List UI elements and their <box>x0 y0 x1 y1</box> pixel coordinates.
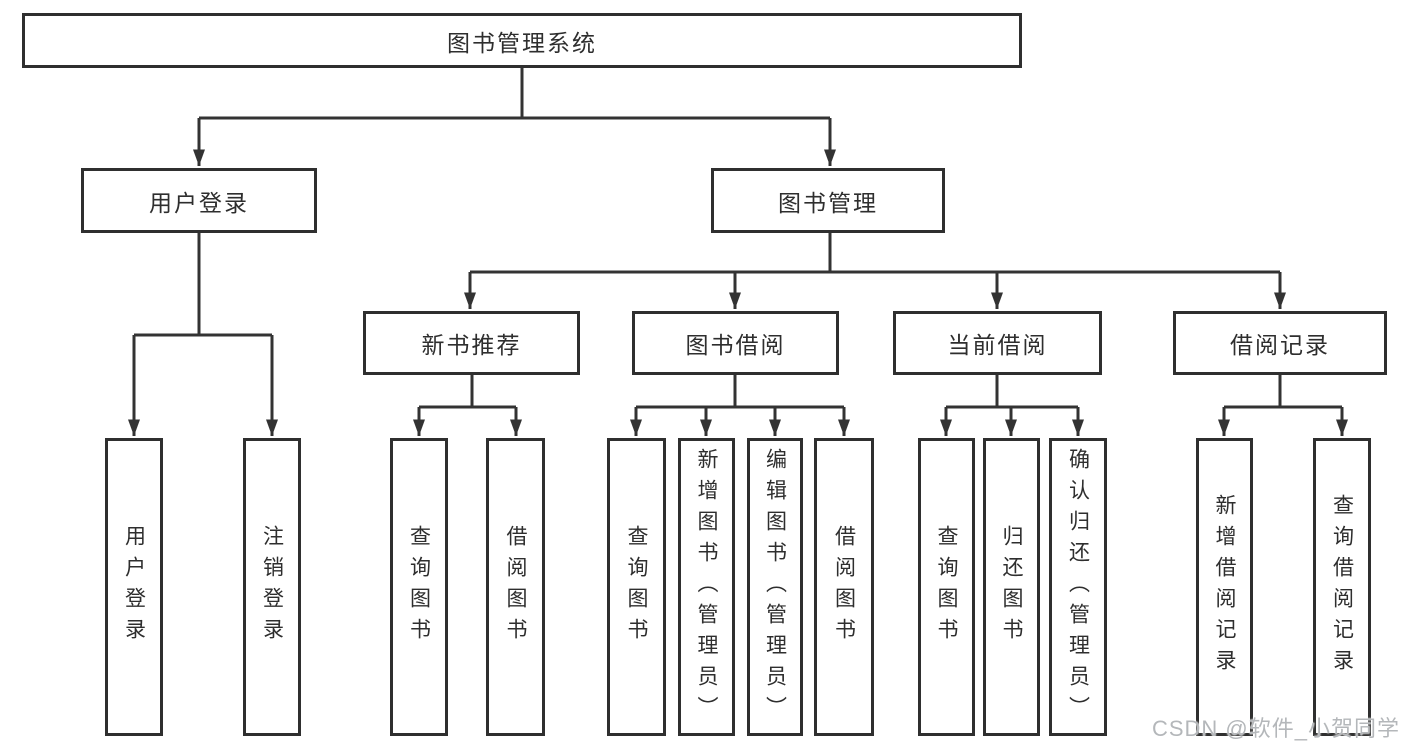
leaf-label: 用户登录 <box>122 525 146 649</box>
node-book-borrow: 图书借阅 <box>632 311 839 375</box>
leaf-recommend-borrow-books: 借阅图书 <box>486 438 545 736</box>
leaf-label: 查询图书 <box>625 525 648 649</box>
node-user-login: 用户登录 <box>81 168 317 233</box>
connector-skeleton <box>134 68 1342 409</box>
leaf-label: 确认归还（管理员） <box>1066 447 1090 727</box>
leaf-return-books: 归还图书 <box>983 438 1040 736</box>
leaf-borrow-books: 借阅图书 <box>814 438 874 736</box>
leaf-confirm-return-admin: 确认归还（管理员） <box>1049 438 1107 736</box>
leaf-label: 归还图书 <box>1000 525 1023 649</box>
leaf-label: 查询图书 <box>407 525 431 649</box>
leaf-current-query-books: 查询图书 <box>918 438 975 736</box>
leaf-edit-books-admin: 编辑图书（管理员） <box>747 438 803 736</box>
leaf-label: 借阅图书 <box>832 525 856 649</box>
node-root: 图书管理系统 <box>22 13 1022 68</box>
leaf-query-borrow-record: 查询借阅记录 <box>1313 438 1371 736</box>
leaf-label: 新增借阅记录 <box>1213 494 1236 680</box>
csdn-watermark: CSDN @软件_小贺同学 <box>1151 716 1400 741</box>
leaf-label: 编辑图书（管理员） <box>763 447 787 727</box>
node-new-book-recommend: 新书推荐 <box>363 311 580 375</box>
leaf-label: 借阅图书 <box>504 525 527 649</box>
node-borrow-records: 借阅记录 <box>1173 311 1387 375</box>
node-current-borrow: 当前借阅 <box>893 311 1102 375</box>
leaf-add-books-admin: 新增图书（管理员） <box>678 438 735 736</box>
leaf-borrow-query-books: 查询图书 <box>607 438 666 736</box>
leaf-label: 查询借阅记录 <box>1330 494 1354 680</box>
leaf-recommend-query-books: 查询图书 <box>390 438 448 736</box>
leaf-label: 新增图书（管理员） <box>695 447 718 727</box>
connector-group <box>128 68 1348 436</box>
leaf-label: 注销登录 <box>260 525 284 649</box>
leaf-user-login: 用户登录 <box>105 438 163 736</box>
leaf-add-borrow-record: 新增借阅记录 <box>1196 438 1253 736</box>
leaf-label: 查询图书 <box>935 525 958 649</box>
leaf-logout: 注销登录 <box>243 438 301 736</box>
node-book-management: 图书管理 <box>711 168 945 233</box>
